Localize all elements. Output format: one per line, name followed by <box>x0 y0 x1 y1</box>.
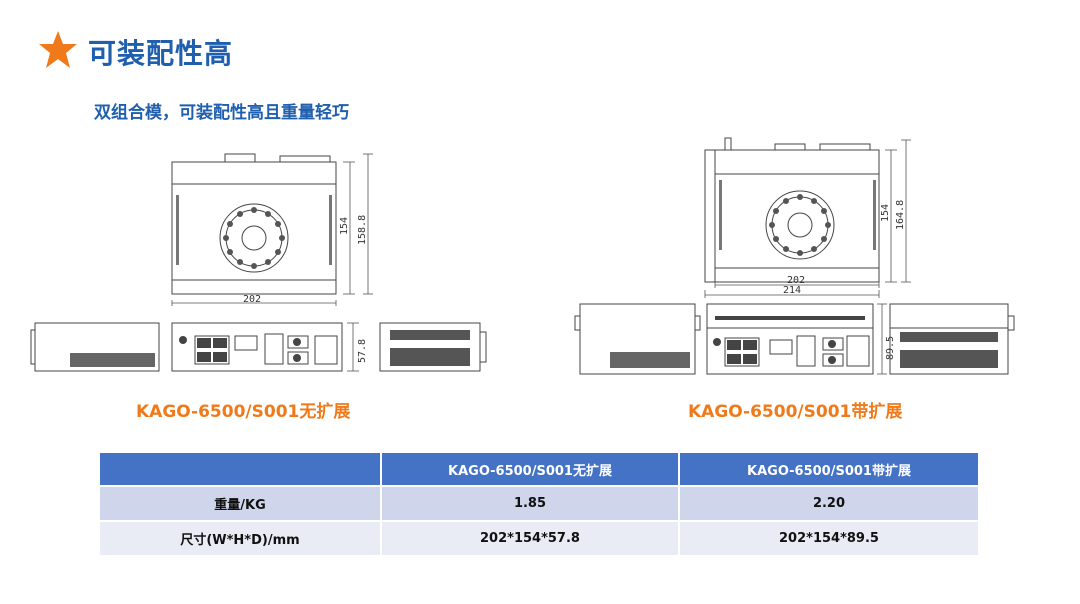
dim-right-height-outer: 164.8 <box>895 200 906 230</box>
table-header-cell <box>100 453 382 486</box>
fan-icon <box>223 207 285 269</box>
table-cell: 202*154*89.5 <box>679 520 978 555</box>
table-header-cell: KAGO-6500/S001无扩展 <box>381 453 680 486</box>
table-cell: 1.85 <box>381 485 680 521</box>
drawing-left: 202 154 158.8 57.8 <box>30 153 487 372</box>
fan-icon <box>769 194 831 256</box>
table-row: 尺寸(W*H*D)/mm 202*154*57.8 202*154*89.5 <box>100 520 978 555</box>
dim-left-depth: 57.8 <box>357 339 368 363</box>
dim-left-width: 202 <box>243 294 261 305</box>
table-header-cell: KAGO-6500/S001带扩展 <box>679 453 978 486</box>
dim-right-height-inner: 154 <box>880 204 891 222</box>
table-cell: 2.20 <box>679 485 978 521</box>
caption-right: KAGO-6500/S001带扩展 <box>688 402 903 422</box>
table-row: 重量/KG 1.85 2.20 <box>100 485 978 521</box>
table-cell: 202*154*57.8 <box>381 520 680 555</box>
table-header-row: KAGO-6500/S001无扩展 KAGO-6500/S001带扩展 <box>100 453 978 486</box>
page-subtitle: 双组合模，可装配性高且重量轻巧 <box>94 103 349 123</box>
dim-right-width-outer: 214 <box>783 285 801 296</box>
caption-left: KAGO-6500/S001无扩展 <box>136 402 351 422</box>
drawing-right: 202 214 154 164.8 89.5 <box>574 137 1015 375</box>
dim-left-height-inner: 154 <box>339 217 350 235</box>
table-cell: 尺寸(W*H*D)/mm <box>100 520 382 555</box>
spec-table: KAGO-6500/S001无扩展 KAGO-6500/S001带扩展 重量/K… <box>100 453 978 555</box>
page-title: 可装配性高 <box>88 37 234 70</box>
dim-left-height-outer: 158.8 <box>357 215 368 245</box>
table-cell: 重量/KG <box>100 485 382 521</box>
dim-right-width-inner: 202 <box>787 275 805 286</box>
star-icon <box>39 31 77 68</box>
